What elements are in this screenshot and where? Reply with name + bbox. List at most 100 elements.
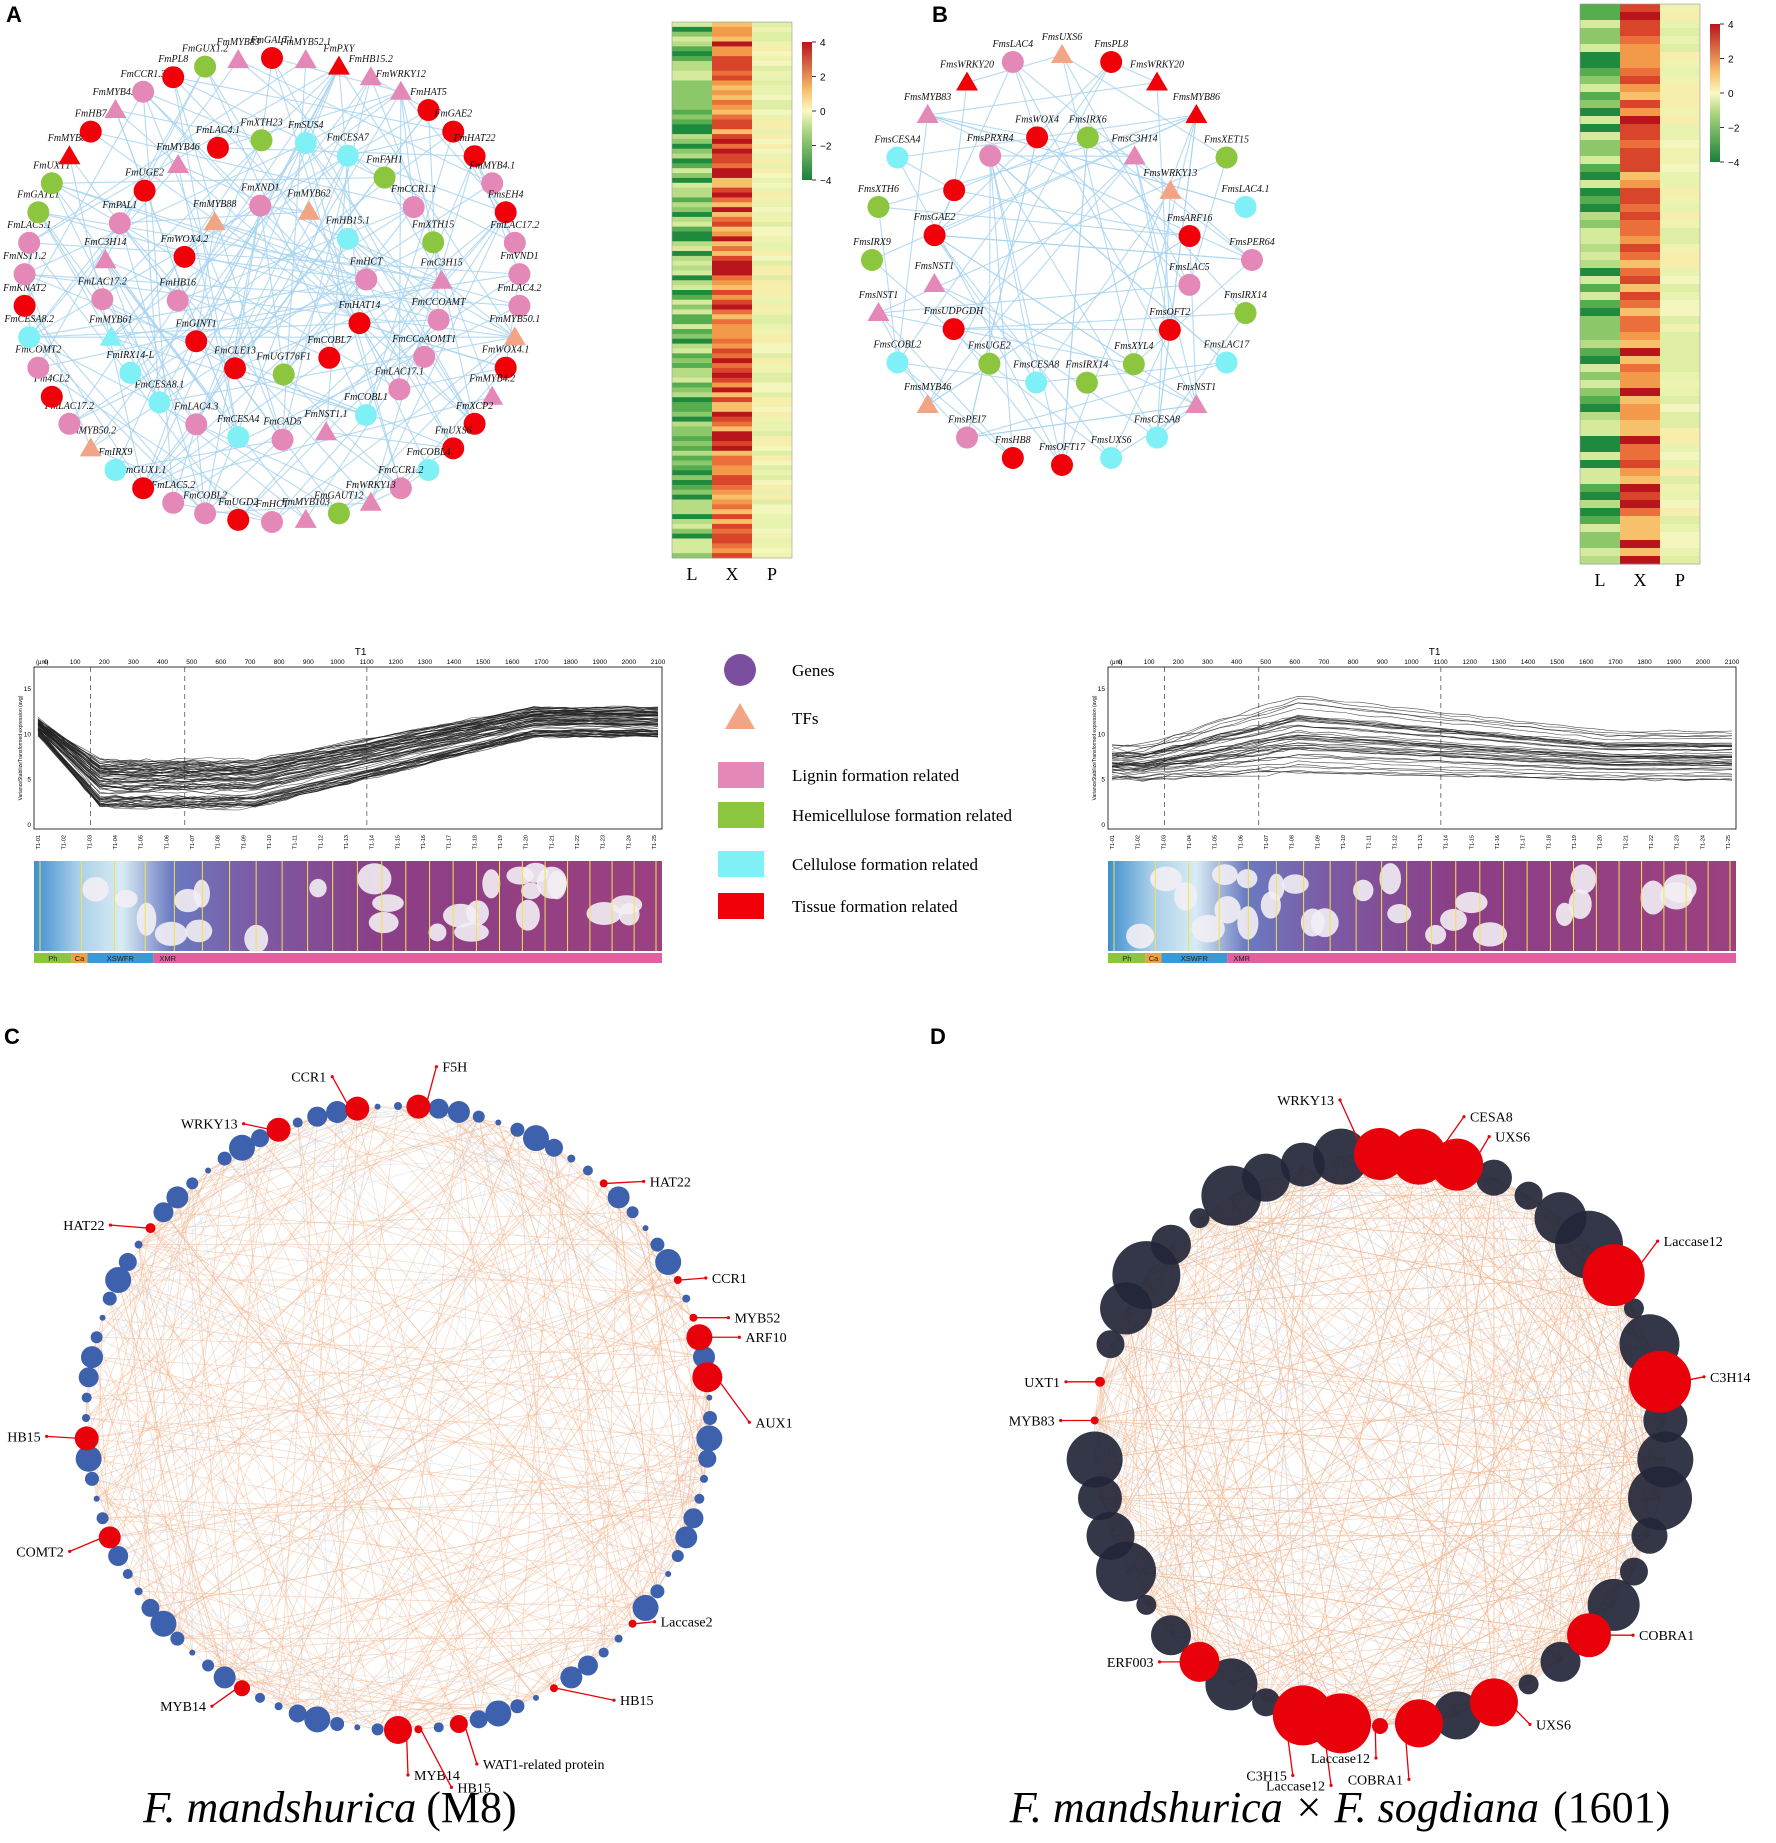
scale-tick-label: −2 (1728, 124, 1740, 135)
vessel-cell (154, 921, 188, 946)
heatmap-cell (712, 255, 752, 262)
label-leader (1284, 1715, 1294, 1776)
heatmap-cell (672, 22, 712, 28)
node-label: FmHAT14 (338, 300, 381, 311)
network-edge (1199, 1217, 1495, 1703)
network-edge (1265, 1381, 1661, 1703)
leader-dot (1631, 1633, 1635, 1637)
network-edge (305, 91, 402, 144)
network-edge (632, 1397, 710, 1624)
sample-label: T1-25 (652, 835, 658, 849)
sample-label: T1-18 (472, 835, 478, 849)
heatmap-cell (672, 421, 712, 427)
heatmap-cell (672, 460, 712, 466)
network-edge (871, 259, 990, 365)
heatmap-cell (712, 226, 752, 232)
network-edge (127, 1227, 646, 1575)
vessel-cell (1236, 869, 1258, 889)
network-node (374, 1103, 381, 1110)
heatmap-cell (1660, 116, 1700, 125)
node-label: FmWRKY12 (375, 69, 426, 80)
network-edge (1125, 1308, 1661, 1499)
network-edge (102, 1317, 555, 1689)
leader-dot (737, 1335, 741, 1339)
heatmap-cell (1660, 28, 1700, 37)
heatmap-cell (712, 192, 752, 198)
highlighted-label: F5H (442, 1061, 467, 1076)
network-node (532, 1694, 539, 1701)
network-edge (224, 1677, 499, 1714)
network-edge (109, 1170, 589, 1538)
heatmap-cell (752, 251, 792, 257)
heatmap-cell (712, 304, 752, 310)
heatmap-cell (1620, 532, 1660, 541)
heatmap-cell (672, 124, 712, 130)
gene-circle-node (18, 231, 41, 254)
heatmap-cell (712, 382, 752, 388)
network-edge (377, 1122, 499, 1730)
node-label: FmsEH4 (487, 189, 524, 200)
y-tick-label: 5 (27, 777, 31, 784)
scale-tick-label: 4 (820, 38, 826, 49)
network-edge (305, 212, 507, 521)
network-edge (400, 91, 415, 208)
network-edge (224, 1116, 480, 1678)
network-edge (259, 1697, 518, 1707)
highlighted-node (550, 1684, 558, 1693)
network-edge (109, 1116, 480, 1538)
network-edge (1110, 1164, 1304, 1536)
network-edge (117, 1279, 555, 1689)
network-edge (1146, 1274, 1342, 1724)
heatmap-cell (1620, 100, 1660, 109)
network-edge (1528, 1274, 1614, 1685)
node-label: FmsCOBL2 (873, 340, 922, 351)
heatmap-cell (1580, 284, 1620, 293)
gene-circle-node (402, 196, 425, 219)
network-edge (191, 1183, 460, 1725)
heatmap-cell (752, 338, 792, 344)
heatmap-cell (1620, 76, 1660, 85)
zone-label: Ca (1149, 954, 1159, 963)
heatmap-cell (752, 494, 792, 500)
vessel-cell (1570, 864, 1597, 894)
sample-label: T1-21 (549, 835, 555, 849)
network-edge (24, 305, 206, 514)
network-edge (1189, 236, 1197, 405)
network-node (80, 1346, 103, 1369)
network-edge (259, 1183, 605, 1699)
highlighted-label: UXS6 (1495, 1131, 1530, 1146)
highlighted-node (384, 1716, 412, 1744)
gene-circle-node (1178, 225, 1201, 248)
gene-circle-node (272, 363, 295, 386)
plot-title: T1 (355, 647, 367, 658)
network-node (99, 1314, 106, 1321)
network-edge (192, 1623, 633, 1653)
heatmap-cell (1580, 308, 1620, 317)
heatmap-cell (1620, 12, 1660, 21)
network-edge (336, 1111, 399, 1731)
network-edge (271, 57, 401, 93)
node-label: FmXND1 (240, 183, 279, 194)
network-edge (1126, 1571, 1614, 1606)
expression-curve (1111, 760, 1733, 779)
sample-label: T1-10 (267, 835, 273, 849)
gene-circle-node (327, 502, 350, 525)
heatmap-cell (752, 41, 792, 47)
heatmap-cell (712, 421, 752, 427)
network-edge (988, 155, 991, 364)
network-edge (1302, 1164, 1661, 1383)
heatmap-cell (752, 411, 792, 418)
network-edge (1302, 1164, 1650, 1345)
network-edge (204, 280, 443, 514)
heatmap-cell (1660, 148, 1700, 157)
heatmap-cell (672, 197, 712, 203)
network-edge (1170, 1164, 1304, 1636)
heatmap-cell (672, 294, 712, 301)
network-node (75, 1445, 102, 1472)
gene-circle-node (503, 231, 526, 254)
heatmap-cell (1620, 308, 1660, 317)
x-tick-label: 1300 (1492, 659, 1507, 666)
tf-triangle-node (956, 71, 978, 91)
heatmap-cell (712, 460, 752, 466)
